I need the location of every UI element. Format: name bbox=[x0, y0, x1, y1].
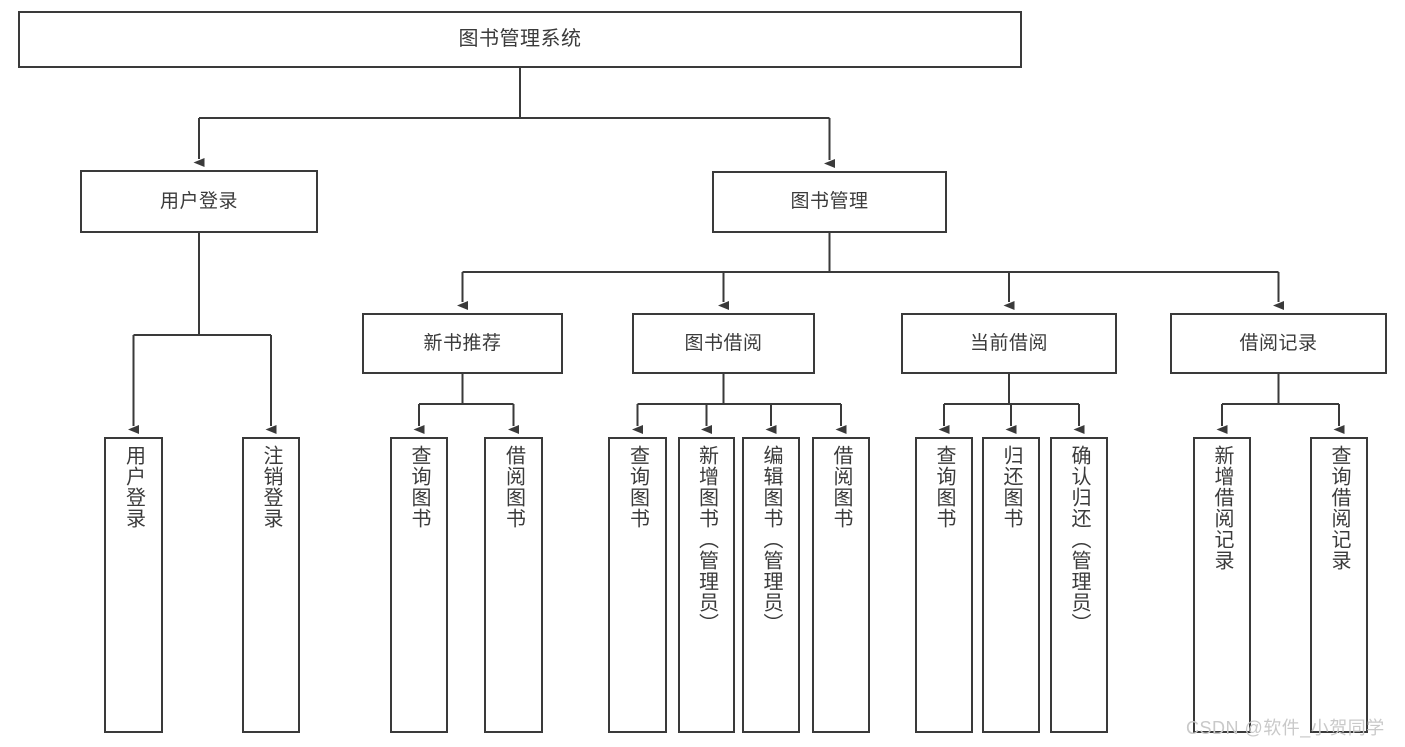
node-label: 借阅图书 bbox=[502, 445, 525, 529]
node-records[interactable]: 借阅记录 bbox=[1170, 313, 1387, 374]
node-root[interactable]: 图书管理系统 bbox=[18, 11, 1022, 68]
node-l6[interactable]: 新增图书（管理员） bbox=[678, 437, 735, 733]
node-label: 用户登录 bbox=[159, 190, 238, 212]
node-label: 当前借阅 bbox=[969, 332, 1048, 354]
node-label: 图书管理系统 bbox=[458, 28, 582, 51]
node-borrow[interactable]: 图书借阅 bbox=[632, 313, 815, 374]
node-label: 借阅图书 bbox=[830, 445, 852, 529]
node-current[interactable]: 当前借阅 bbox=[901, 313, 1117, 374]
node-l5[interactable]: 查询图书 bbox=[608, 437, 667, 733]
node-l2[interactable]: 注销登录 bbox=[242, 437, 300, 733]
node-label: 用户登录 bbox=[122, 445, 145, 529]
node-label: 图书借阅 bbox=[684, 332, 763, 354]
node-label: 新书推荐 bbox=[423, 332, 502, 354]
node-label: 查询借阅记录 bbox=[1328, 445, 1350, 571]
node-newbook[interactable]: 新书推荐 bbox=[362, 313, 563, 374]
node-l3[interactable]: 查询图书 bbox=[390, 437, 448, 733]
node-label: 查询图书 bbox=[408, 445, 430, 529]
node-label: 查询图书 bbox=[933, 445, 955, 529]
node-l1[interactable]: 用户登录 bbox=[104, 437, 163, 733]
node-l7[interactable]: 编辑图书（管理员） bbox=[742, 437, 800, 733]
node-label: 确认归还（管理员） bbox=[1068, 445, 1090, 634]
node-label: 新增借阅记录 bbox=[1211, 445, 1233, 571]
node-l12[interactable]: 新增借阅记录 bbox=[1193, 437, 1251, 733]
node-label: 借阅记录 bbox=[1239, 332, 1318, 354]
node-label: 编辑图书（管理员） bbox=[760, 445, 782, 634]
node-label: 归还图书 bbox=[1000, 445, 1022, 529]
node-l8[interactable]: 借阅图书 bbox=[812, 437, 870, 733]
csdn-watermark: CSDN @软件_小贺同学 bbox=[1186, 718, 1385, 738]
node-label: 新增图书（管理员） bbox=[695, 445, 718, 634]
node-l13[interactable]: 查询借阅记录 bbox=[1310, 437, 1368, 733]
node-l9[interactable]: 查询图书 bbox=[915, 437, 973, 733]
node-login[interactable]: 用户登录 bbox=[80, 170, 318, 233]
node-bookmgmt[interactable]: 图书管理 bbox=[712, 171, 947, 233]
node-l4[interactable]: 借阅图书 bbox=[484, 437, 543, 733]
node-l10[interactable]: 归还图书 bbox=[982, 437, 1040, 733]
node-label: 注销登录 bbox=[260, 445, 282, 529]
node-l11[interactable]: 确认归还（管理员） bbox=[1050, 437, 1108, 733]
node-label: 查询图书 bbox=[626, 445, 649, 529]
node-label: 图书管理 bbox=[790, 191, 869, 213]
